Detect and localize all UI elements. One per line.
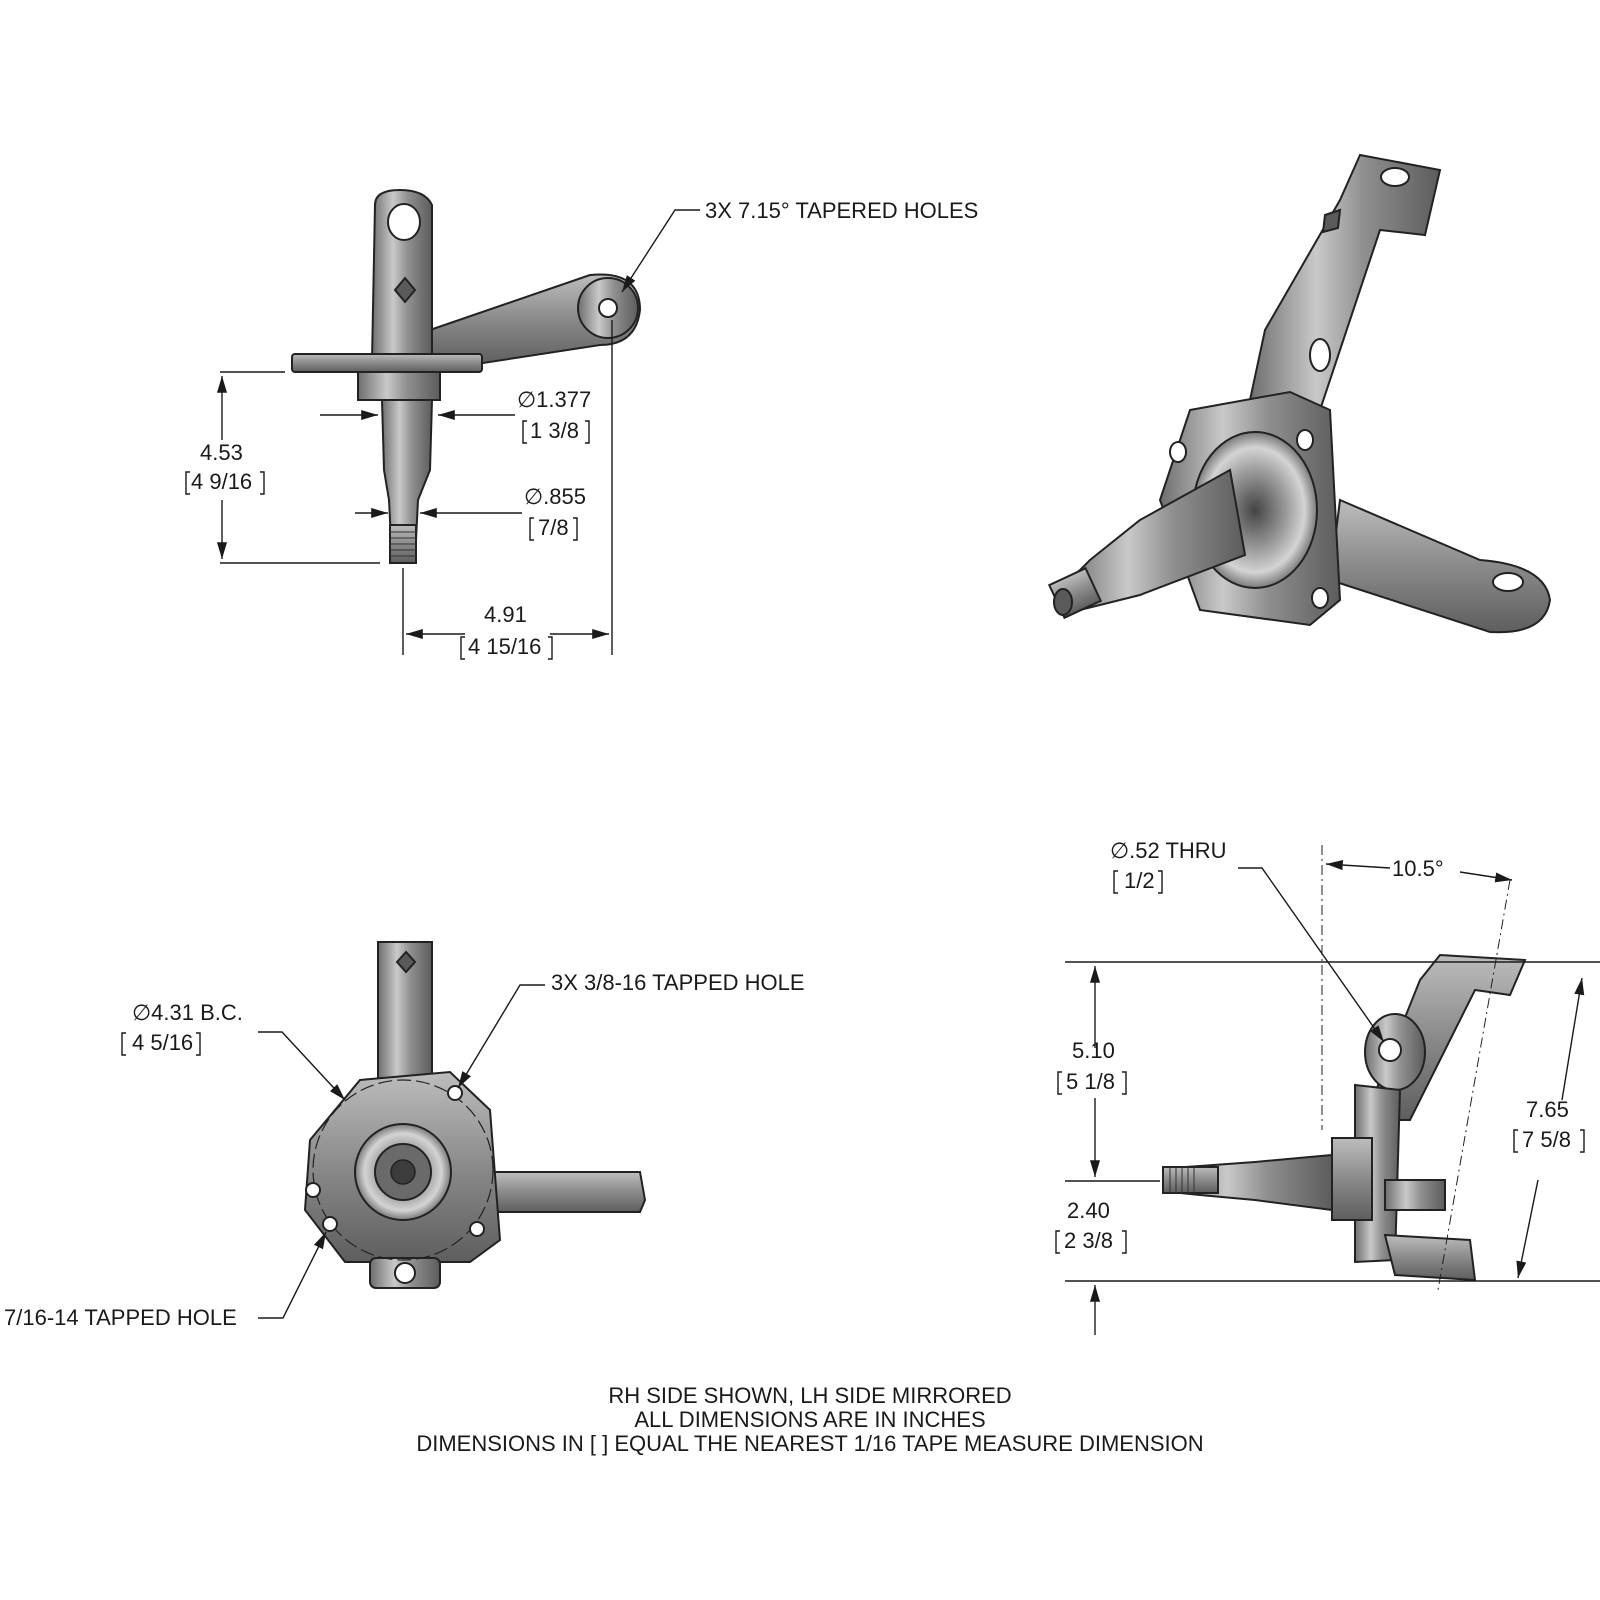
iso-diamond: [1321, 208, 1342, 234]
side-diamond: [395, 950, 417, 974]
iso-bolt-hole-2: [1296, 429, 1314, 451]
dim-height-1: 4.53: [200, 440, 243, 465]
bolt-circle: [312, 1079, 494, 1261]
dim-width-1-frac: 4 15/16: [468, 634, 541, 659]
end-lower-arm: [1383, 1233, 1477, 1282]
dim-height-3-frac: 2 3/8: [1064, 1228, 1113, 1253]
dim-height-4: 7.65: [1526, 1097, 1569, 1122]
dim-angle: 10.5°: [1392, 856, 1444, 881]
note-line-3: DIMENSIONS IN [ ] EQUAL THE NEAREST 1/16…: [416, 1431, 1203, 1456]
end-lower-block: [1384, 1179, 1446, 1211]
note-line-1: RH SIDE SHOWN, LH SIDE MIRRORED: [608, 1383, 1011, 1408]
tapped-hole-2: [305, 1182, 321, 1198]
dim-spindle-dia-2: ∅.855: [524, 484, 586, 509]
callout-tapered-holes: 3X 7.15° TAPERED HOLES: [705, 198, 978, 223]
spindle-base: [357, 371, 441, 401]
side-view: 3X 3/8-16 TAPPED HOLE ∅4.31 B.C. 4 5/16 …: [4, 941, 805, 1330]
dim-width-1: 4.91: [484, 602, 527, 627]
iso-upper-hole: [1380, 167, 1410, 187]
end-view: 5.10 5 1/8 2.40 2 3/8 7.65 7 5/8 10.5° ∅…: [1055, 838, 1600, 1335]
iso-lower-arm: [1328, 498, 1552, 634]
dim-spindle-dia-1: ∅1.377: [517, 387, 591, 412]
callout-bolt-circle: ∅4.31 B.C.: [132, 1000, 243, 1025]
callout-tapped-holes-3x: 3X 3/8-16 TAPPED HOLE: [551, 970, 805, 995]
note-line-2: ALL DIMENSIONS ARE IN INCHES: [634, 1407, 985, 1432]
dim-height-2-frac: 5 1/8: [1066, 1069, 1115, 1094]
upper-hole: [387, 203, 421, 241]
tapped-hole-1: [447, 1085, 463, 1101]
side-lower-hole: [394, 1262, 416, 1284]
dim-spindle-dia-1-frac: 1 3/8: [530, 418, 579, 443]
dim-height-2: 5.10: [1072, 1038, 1115, 1063]
iso-bolt-hole-1: [1169, 441, 1187, 463]
iso-upper-arm: [1248, 153, 1442, 412]
iso-spindle-end: [1053, 588, 1073, 616]
dim-spindle-dia-2-frac: 7/8: [538, 515, 569, 540]
tapered-hole-front: [598, 298, 618, 318]
tapped-hole-large: [322, 1216, 338, 1232]
diamond-mark: [393, 276, 417, 304]
front-view: 4.53 4 9/16 ∅1.377 1 3/8 ∅.855 7/8 4.91 …: [185, 188, 978, 660]
notes-block: RH SIDE SHOWN, LH SIDE MIRRORED ALL DIME…: [416, 1383, 1203, 1456]
iso-bolt-hole-3: [1311, 587, 1329, 609]
iso-lower-hole: [1492, 572, 1524, 592]
end-flange: [1331, 1137, 1373, 1221]
end-thread: [1162, 1166, 1219, 1194]
iso-mid-hole: [1309, 338, 1331, 372]
callout-bolt-circle-frac: 4 5/16: [132, 1030, 193, 1055]
side-spindle-end: [390, 1159, 416, 1185]
callout-tapped-hole-single: 7/16-14 TAPPED HOLE: [4, 1305, 237, 1330]
end-thru-hole: [1378, 1038, 1402, 1062]
isometric-view: [1047, 153, 1552, 634]
callout-thru-hole: ∅.52 THRU: [1110, 838, 1227, 863]
tapped-hole-3: [469, 1221, 485, 1237]
callout-thru-hole-frac: 1/2: [1124, 868, 1155, 893]
dim-height-4-frac: 7 5/8: [1522, 1127, 1571, 1152]
dim-height-1-frac: 4 9/16: [191, 469, 252, 494]
flange: [291, 353, 483, 373]
dim-height-3: 2.40: [1067, 1198, 1110, 1223]
